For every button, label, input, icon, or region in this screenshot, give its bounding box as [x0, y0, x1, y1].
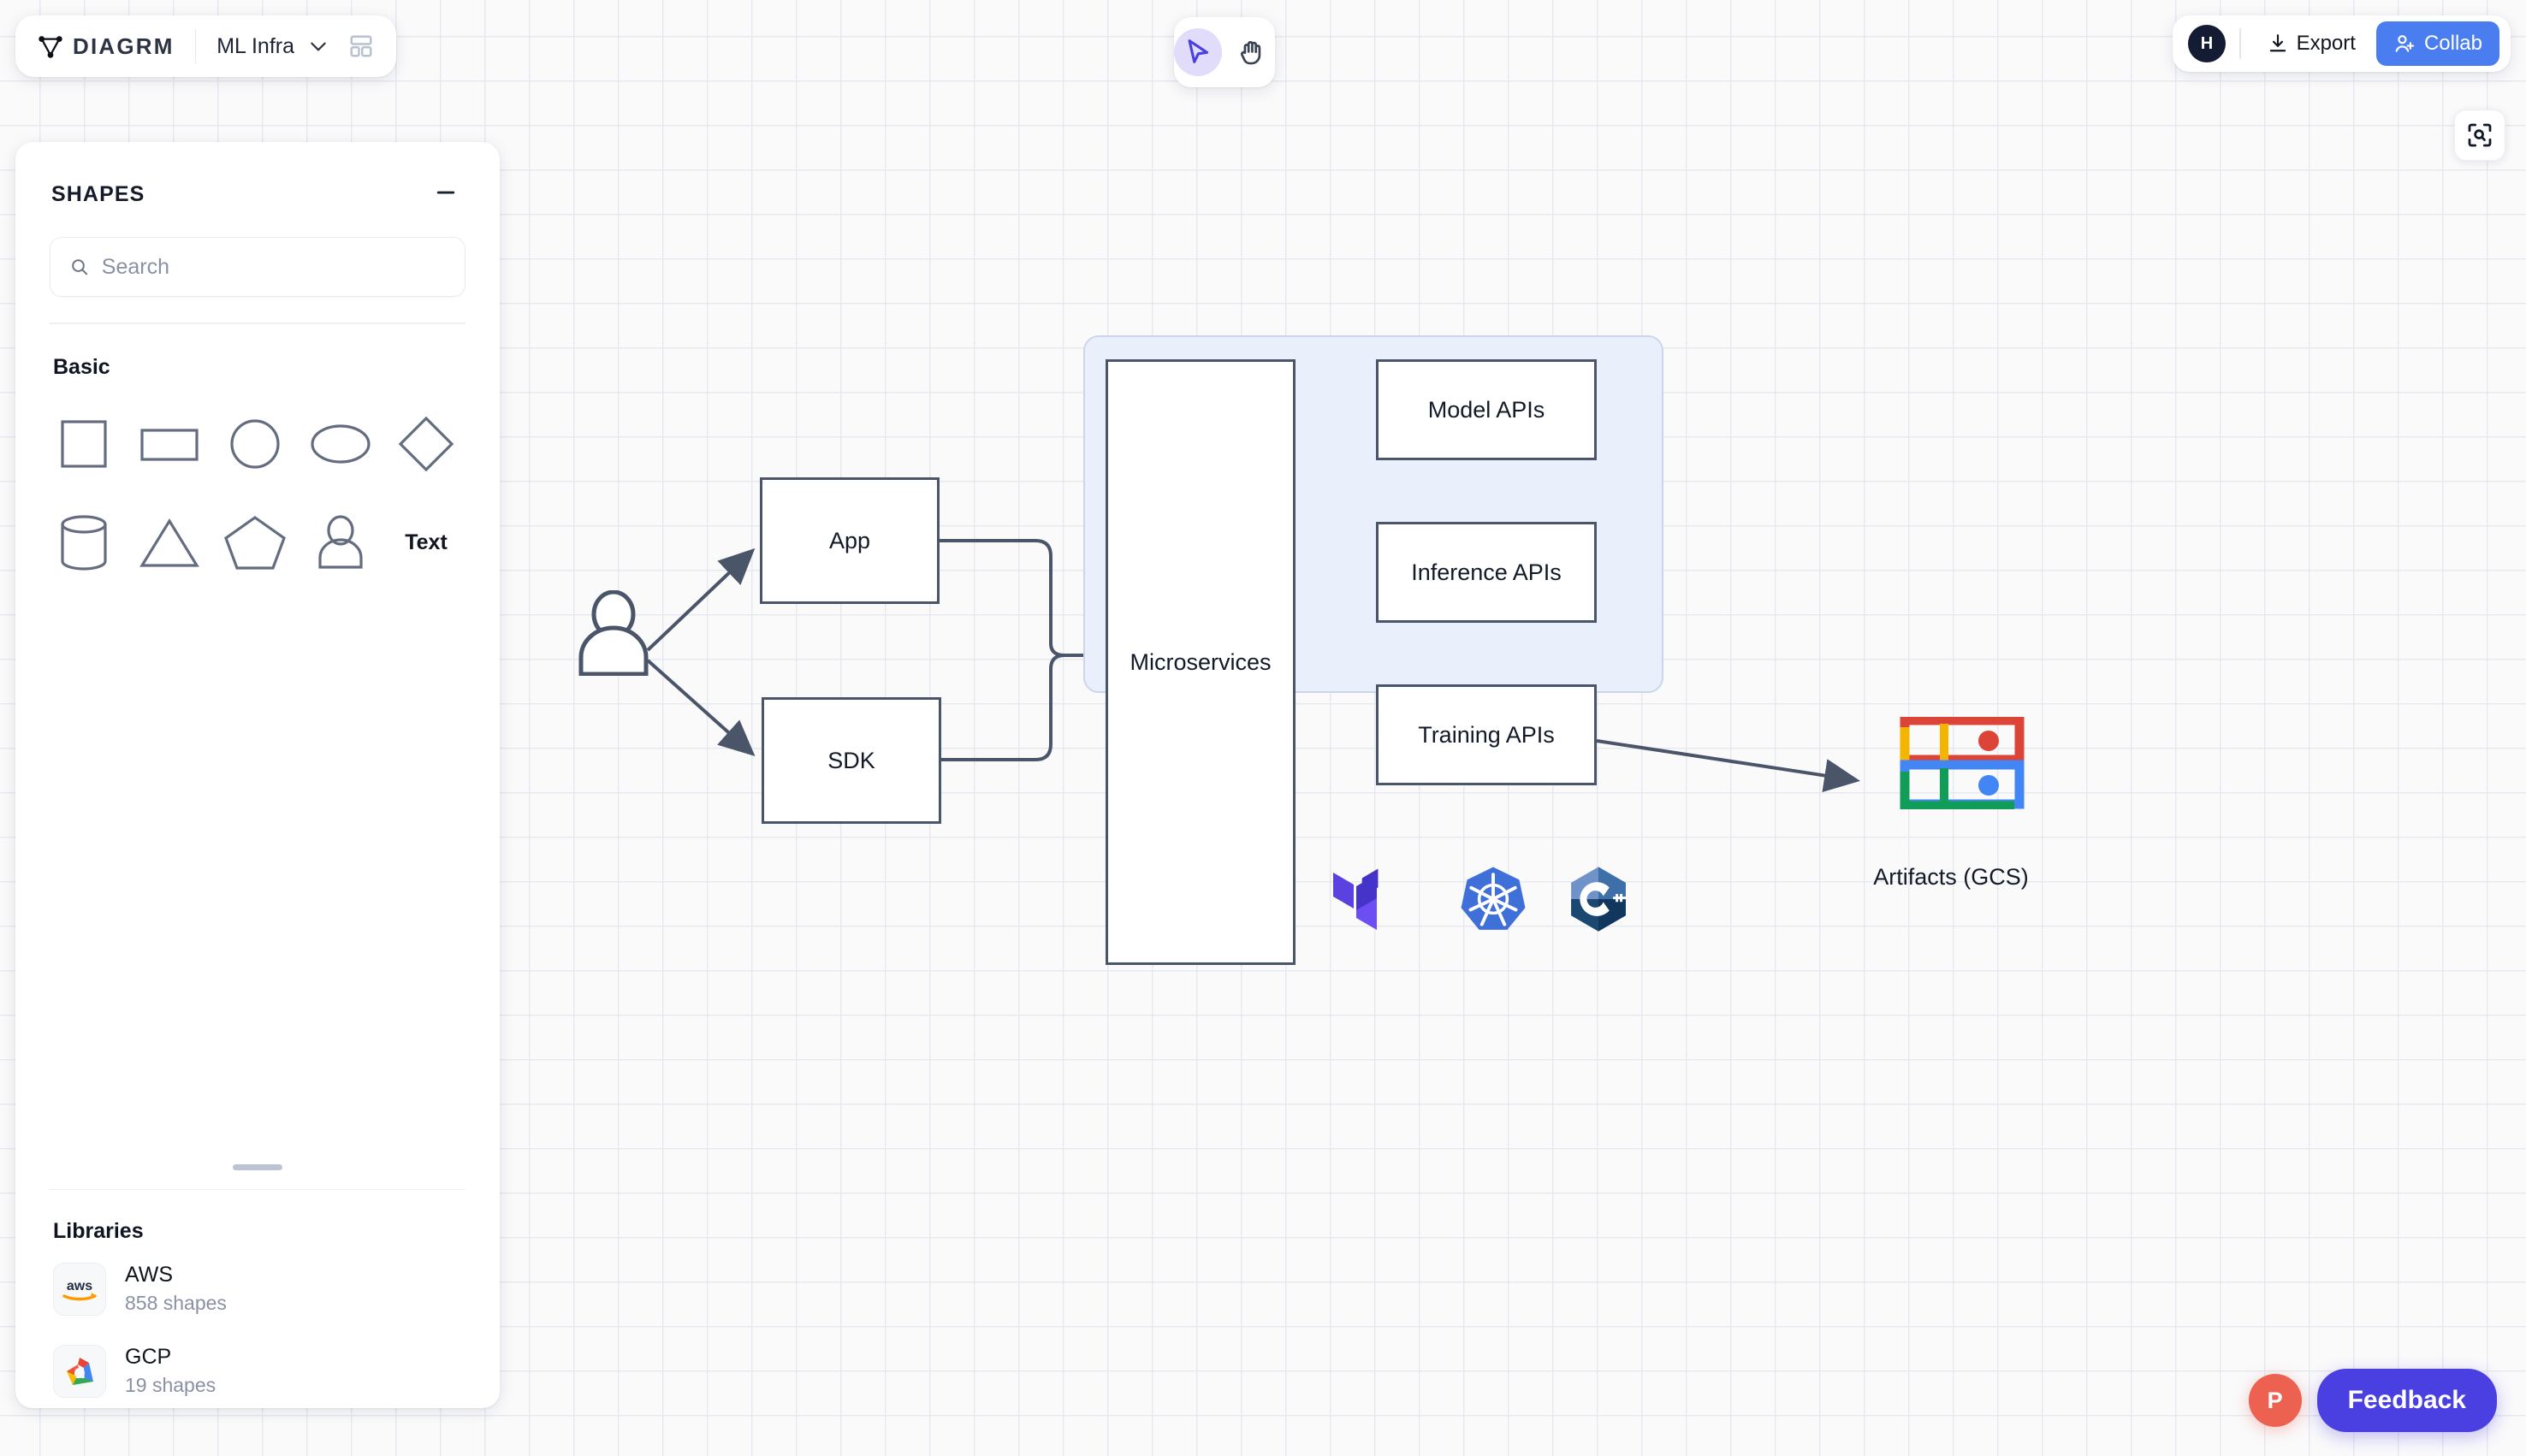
chevron-down-icon[interactable] — [307, 35, 329, 57]
brand-name: DIAGRM — [73, 33, 175, 59]
library-aws-text: AWS 858 shapes — [125, 1261, 227, 1317]
terraform-icon — [1333, 868, 1379, 930]
brand-toolbar: DIAGRM ML Infra — [15, 15, 397, 77]
kubernetes-icon — [1461, 867, 1526, 930]
node-artifacts-gcs-label: Artifacts (GCS) — [1873, 864, 2029, 890]
cylinder-icon — [61, 514, 107, 571]
shape-text[interactable]: Text — [383, 496, 469, 590]
presence-avatar[interactable]: P — [2248, 1374, 2302, 1427]
library-item-gcp[interactable]: GCP 19 shapes — [15, 1326, 500, 1408]
aws-logo-icon: aws — [53, 1263, 106, 1317]
node-training-apis[interactable]: Training APIs — [1376, 684, 1597, 785]
search-wrapper — [15, 215, 500, 297]
action-toolbar: H Export Collab — [2172, 15, 2511, 72]
shape-actor[interactable] — [298, 496, 383, 590]
document-name[interactable]: ML Infra — [216, 33, 295, 58]
actor-user-shape[interactable] — [575, 589, 652, 680]
panel-resize-handle[interactable] — [233, 1163, 282, 1170]
shapes-panel-header: SHAPES — [15, 142, 500, 215]
triangle-icon — [139, 518, 199, 567]
shape-ellipse[interactable] — [298, 397, 383, 491]
pentagon-icon — [224, 515, 286, 570]
zoom-to-fit-icon — [2468, 123, 2492, 147]
library-gcp-text: GCP 19 shapes — [125, 1343, 216, 1400]
shapes-panel: SHAPES Basic — [15, 142, 500, 1408]
diamond-icon — [398, 416, 454, 471]
feedback-button[interactable]: Feedback — [2316, 1369, 2497, 1432]
shape-triangle[interactable] — [127, 496, 212, 590]
divider — [50, 323, 465, 324]
download-icon — [2269, 34, 2286, 52]
kubernetes-logo[interactable] — [1460, 866, 1527, 937]
export-button[interactable]: Export — [2255, 27, 2368, 61]
gcp-logo-icon — [53, 1345, 106, 1399]
pan-tool[interactable] — [1227, 28, 1275, 76]
library-gcp-name: GCP — [125, 1345, 172, 1370]
google-cloud-storage-icon — [1900, 715, 2025, 811]
divider — [194, 29, 197, 63]
collab-button[interactable]: Collab — [2375, 21, 2499, 66]
search-icon — [72, 259, 88, 275]
node-inference-apis[interactable]: Inference APIs — [1376, 522, 1597, 623]
gcp-logo-glyph — [67, 1358, 93, 1386]
search-box[interactable] — [50, 237, 465, 297]
tool-switcher — [1174, 17, 1275, 87]
panel-title: SHAPES — [51, 182, 145, 206]
ellipse-icon — [311, 423, 371, 464]
shape-square[interactable] — [41, 397, 127, 491]
rectangle-icon — [140, 428, 199, 461]
cplusplus-icon — [1571, 867, 1627, 932]
shape-text-label: Text — [405, 530, 448, 554]
square-icon — [61, 419, 107, 468]
search-input[interactable] — [101, 254, 446, 280]
library-gcp-count: 19 shapes — [125, 1373, 216, 1396]
svg-text:aws: aws — [67, 1279, 92, 1293]
shape-cylinder[interactable] — [41, 496, 127, 590]
node-model-apis[interactable]: Model APIs — [1376, 359, 1597, 460]
shape-circle[interactable] — [212, 397, 298, 491]
person-icon — [318, 514, 363, 569]
hand-icon — [1241, 40, 1261, 65]
node-app[interactable]: App — [760, 477, 940, 604]
cpp-logo[interactable] — [1568, 866, 1629, 937]
user-plus-icon — [2395, 35, 2415, 52]
terraform-logo[interactable] — [1333, 866, 1391, 937]
collab-label: Collab — [2423, 32, 2482, 55]
shape-diamond[interactable] — [383, 397, 469, 491]
select-tool[interactable] — [1174, 28, 1222, 76]
node-sdk[interactable]: SDK — [762, 697, 941, 824]
export-label: Export — [2296, 32, 2356, 55]
library-aws-count: 858 shapes — [125, 1291, 227, 1314]
aws-logo-glyph: aws — [62, 1279, 97, 1301]
libraries-section-label: Libraries — [53, 1219, 144, 1244]
divider — [2238, 28, 2241, 59]
shape-pentagon[interactable] — [212, 496, 298, 590]
shape-rectangle[interactable] — [127, 397, 212, 491]
circle-icon — [230, 418, 280, 469]
panel-resize-handle-row — [15, 1163, 500, 1174]
user-actor-icon — [578, 589, 649, 677]
node-artifacts-gcs[interactable] — [1900, 715, 2025, 814]
collapse-panel-button[interactable] — [428, 175, 464, 215]
library-aws-name: AWS — [125, 1263, 174, 1287]
zoom-to-fit-button[interactable] — [2454, 109, 2505, 161]
basic-section-label: Basic — [53, 354, 110, 379]
basic-shape-grid: Text — [15, 380, 500, 590]
graph-triangle-icon — [39, 36, 62, 58]
footer-actions: P Feedback — [2248, 1369, 2497, 1432]
node-microservices[interactable]: Microservices — [1106, 359, 1296, 965]
divider — [50, 1188, 465, 1191]
avatar[interactable]: H — [2187, 25, 2226, 62]
layout-grid-icon[interactable] — [348, 33, 374, 59]
minus-icon — [436, 191, 455, 194]
library-item-aws[interactable]: aws AWS 858 shapes — [15, 1244, 500, 1326]
cursor-arrow-icon — [1188, 39, 1209, 63]
